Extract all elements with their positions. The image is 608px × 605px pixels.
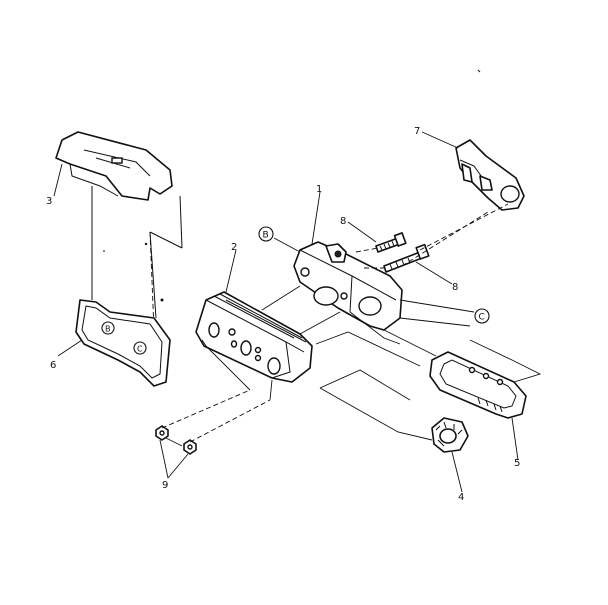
- callout-7: 7: [414, 126, 420, 137]
- part-6-gasket: [75, 299, 171, 387]
- part-1-housing: [293, 241, 403, 331]
- ref-b-panel: B: [101, 321, 115, 335]
- part-8-screw-lower: [383, 243, 430, 273]
- part-2-grille: [195, 291, 313, 383]
- ref-c-right-label: C: [479, 313, 485, 323]
- callout-9: 9: [162, 480, 168, 491]
- ref-b-top: B: [258, 226, 274, 242]
- part-7-cap: [455, 139, 525, 211]
- part-9-nuts: [155, 425, 197, 455]
- callout-1: 1: [316, 184, 322, 195]
- callout-labels: 1 2 3 4 5 6 7 8 8 9: [46, 126, 520, 503]
- ref-b-top-label: B: [263, 231, 269, 241]
- part-4-knob: [431, 417, 469, 453]
- assembly-lines: [161, 203, 542, 447]
- callout-6: 6: [50, 360, 56, 371]
- part-5-ring: [429, 351, 527, 419]
- ref-c-panel: C: [133, 341, 147, 355]
- left-panel-outline: [91, 186, 183, 331]
- ref-b-panel-label: B: [105, 325, 111, 334]
- ref-c-right: C: [474, 308, 490, 324]
- stray-marks: [103, 69, 481, 252]
- part-8-screw-upper: [375, 232, 407, 253]
- callout-8-lower: 8: [452, 282, 458, 293]
- ref-c-panel-label: C: [137, 345, 143, 354]
- callout-leaders: [53, 131, 519, 493]
- callout-3: 3: [46, 196, 52, 207]
- part-3-bracket: [55, 131, 173, 201]
- callout-5: 5: [514, 458, 520, 469]
- callout-8-upper: 8: [340, 216, 346, 227]
- callout-2: 2: [231, 242, 237, 253]
- callout-4: 4: [458, 492, 464, 503]
